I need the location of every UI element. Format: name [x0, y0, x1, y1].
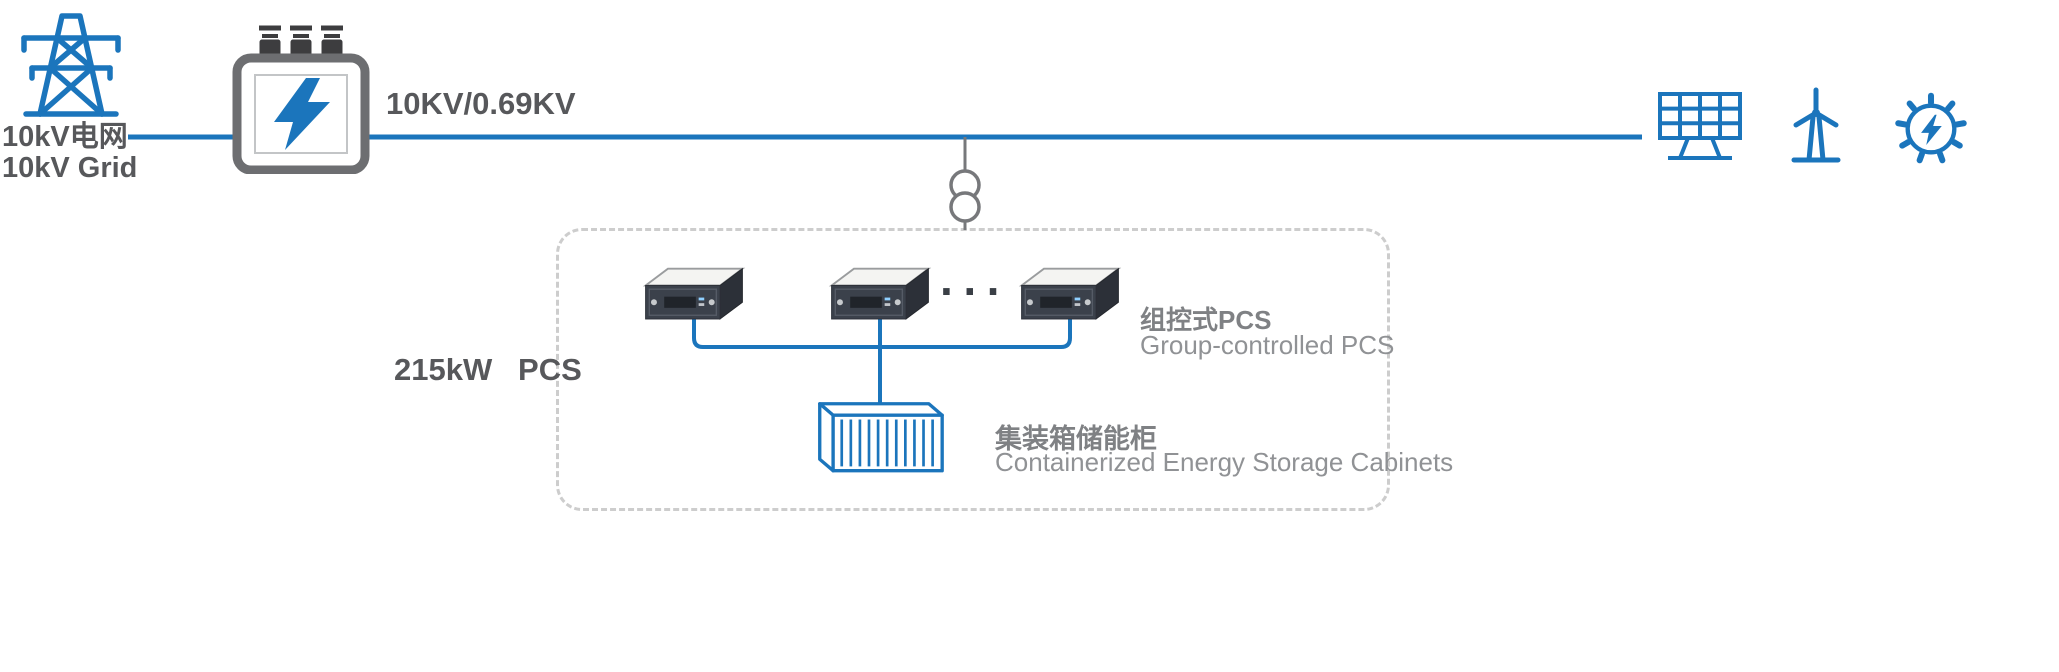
more-units-ellipsis: ··· [940, 265, 1010, 317]
winding-symbol-bottom-circle [949, 191, 981, 223]
solar-panel-icon [1652, 88, 1748, 169]
wind-turbine-icon [1770, 86, 1862, 171]
grid-label-zh: 10kV电网 [2, 121, 128, 153]
generator-icon [1890, 88, 1972, 175]
pcs-unit-icon [1016, 262, 1124, 327]
pcs-unit-icon [640, 262, 748, 327]
storage-label-en: Containerized Energy Storage Cabinets [995, 447, 1454, 477]
pcs-group-label-en: Group-controlled PCS [1140, 330, 1395, 360]
voltage-ratio-label: 10KV/0.69KV [386, 86, 576, 121]
pcs-power-label: 215kW PCS [394, 352, 582, 387]
storage-label-zh: 集装箱储能柜 [995, 424, 1157, 454]
gear-teeth [1895, 92, 1967, 164]
transformer-icon [230, 24, 372, 179]
lightning-bolt-icon [274, 78, 330, 150]
grid-label: 10kV电网 10kV Grid [2, 122, 137, 184]
pcs-unit-icon [826, 262, 934, 327]
pcs-group-boundary [556, 228, 1390, 511]
transmission-tower-icon [4, 4, 138, 125]
pcs-group-label-zh: 组控式PCS [1140, 305, 1272, 335]
lightning-bolt-icon [1921, 114, 1942, 145]
grid-label-en: 10kV Grid [2, 152, 138, 184]
container-corrugation [840, 419, 934, 467]
storage-container-icon [795, 398, 965, 491]
